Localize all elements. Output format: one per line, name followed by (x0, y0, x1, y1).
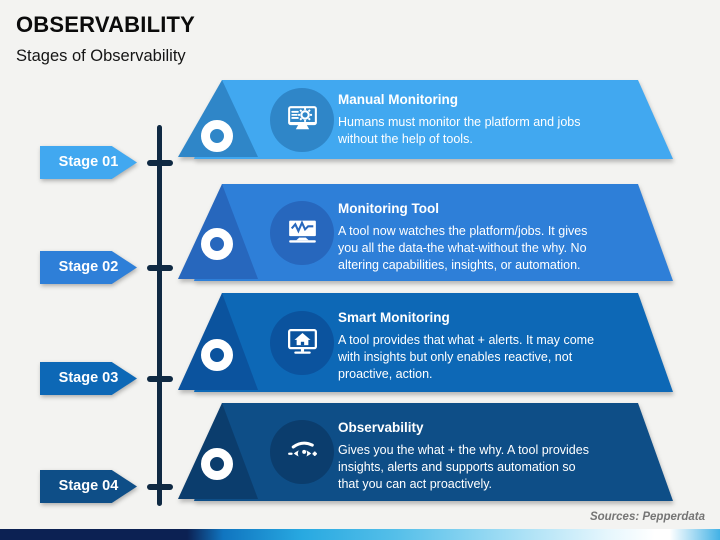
stage-description: A tool now watches the platform/jobs. It… (338, 224, 588, 272)
donut-ring (201, 120, 233, 152)
timeline-line (157, 125, 162, 506)
stage-row-smart-monitoring: Smart Monitoring A tool provides that wh… (0, 293, 720, 392)
donut-ring (201, 448, 233, 480)
eye-icon (287, 441, 317, 458)
stage-row-manual-monitoring: Manual Monitoring Humans must monitor th… (0, 80, 720, 159)
timeline-tick (147, 376, 173, 382)
stage-title: Manual Monitoring (338, 92, 458, 107)
page-subtitle: Stages of Observability (16, 47, 186, 65)
stage-title: Monitoring Tool (338, 201, 439, 216)
timeline-tick (147, 265, 173, 271)
stage-icon-badge (270, 200, 334, 265)
timeline-tick (147, 160, 173, 166)
stage-text: Manual Monitoring Humans must monitor th… (338, 80, 638, 159)
stage-row-monitoring-tool: Monitoring Tool A tool now watches the p… (0, 184, 720, 281)
page-title: OBSERVABILITY (16, 12, 196, 37)
stage-icon-badge (270, 420, 334, 484)
stage-title: Observability (338, 420, 424, 435)
stage-description: A tool provides that what + alerts. It m… (338, 333, 595, 381)
donut-ring (201, 339, 233, 371)
stage-icon-badge (270, 310, 334, 375)
stage-description: Gives you the what + the why. A tool pro… (338, 443, 589, 491)
stage-text: Observability Gives you the what + the w… (338, 403, 638, 501)
stage-text: Smart Monitoring A tool provides that wh… (338, 293, 638, 392)
stage-icon-badge (270, 87, 334, 152)
stage-description: Humans must monitor the platform and job… (338, 115, 581, 146)
stage-banner (0, 184, 720, 281)
monitor-pulse-icon (288, 220, 316, 243)
stage-row-observability: Observability Gives you the what + the w… (0, 403, 720, 501)
stage-text: Monitoring Tool A tool now watches the p… (338, 184, 638, 281)
stage-title: Smart Monitoring (338, 310, 450, 325)
donut-ring (201, 228, 233, 260)
monitor-gear-icon (287, 106, 317, 130)
source-attribution: Sources: Pepperdata (589, 511, 705, 523)
footer-accent-bar (0, 529, 720, 540)
timeline-tick (147, 484, 173, 490)
monitor-home-icon (287, 329, 317, 354)
